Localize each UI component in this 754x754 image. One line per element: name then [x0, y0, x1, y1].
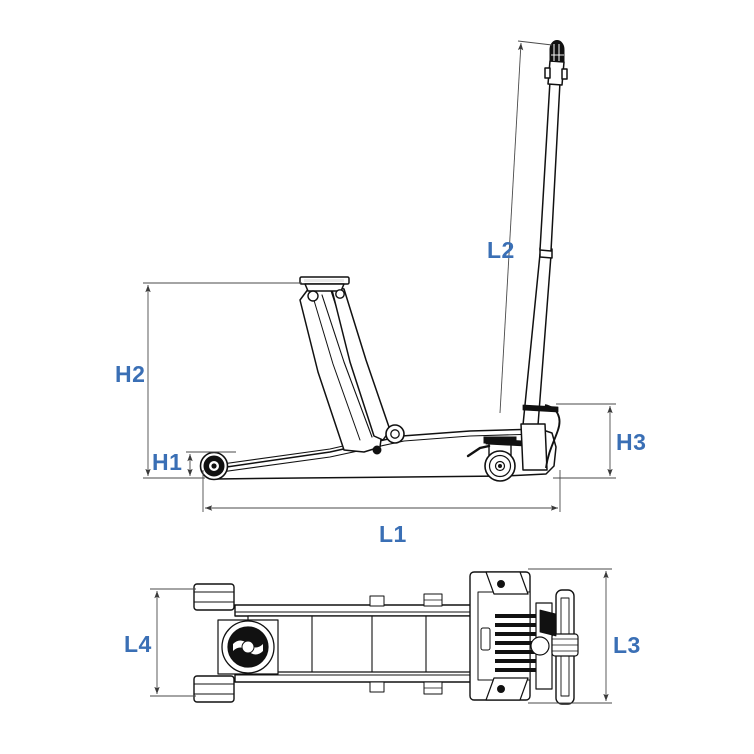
plan-mount-ear-top: [485, 571, 529, 595]
plan-fin-7: [495, 668, 543, 672]
handle-ferrule-ear-right: [561, 68, 568, 80]
dimension-label-h3: H3: [616, 429, 646, 455]
caster-wheel-axle: [498, 464, 502, 468]
handle-ferrule-ear-left: [544, 67, 551, 79]
dimension-h3: [553, 403, 616, 479]
lift-arm-rib: [321, 294, 373, 438]
plan-bolt-bottom-1: [369, 681, 385, 693]
dimension-label-h1: H1: [152, 449, 182, 475]
plan-pump-cylinder: [217, 619, 279, 675]
plan-rear-wheel-bottom: [193, 675, 235, 703]
dimension-label-l4: L4: [124, 631, 152, 657]
plan-rear-wheels: [193, 583, 235, 703]
plan-rear-wheel-top: [193, 583, 235, 611]
plan-knurl-block: [539, 609, 557, 637]
pivot-pin-lower: [372, 445, 382, 455]
plan-fin-1: [495, 614, 543, 618]
rear-wheel-assembly: [199, 451, 229, 481]
dimension-label-h2: H2: [115, 361, 145, 387]
l2-dimension-line: [499, 42, 524, 414]
plan-view-dimensions: [150, 568, 612, 704]
plan-fin-3: [495, 632, 543, 636]
handle-socket-tab: [522, 404, 559, 413]
side-elevation-view: [199, 40, 568, 482]
lift-arm-rib-2: [312, 296, 361, 441]
l2-extension-top: [517, 40, 553, 46]
dimension-l4: [150, 588, 196, 697]
plan-mount-bolt-bottom: [496, 685, 505, 694]
side-view-dimensions: [143, 40, 616, 512]
plan-top-view: [193, 571, 579, 705]
pivot-pin-upper-front: [307, 290, 319, 302]
plan-fin-2: [495, 623, 543, 627]
plan-pump-circle-inner: [241, 640, 255, 654]
plan-fin-6: [495, 659, 543, 663]
release-handle-rod: [466, 444, 491, 458]
handle-socket: [520, 423, 548, 471]
plan-mount-bolt-top: [496, 580, 505, 589]
dimension-label-l2: L2: [487, 237, 515, 263]
pivot-pin-main-inner: [390, 429, 400, 439]
plan-bolt-top-1: [369, 595, 385, 607]
dimension-l2: [499, 40, 553, 414]
dimension-h1: [186, 451, 236, 476]
pivot-pins: [307, 289, 405, 455]
plan-mount-ear-bottom: [485, 677, 529, 701]
handle-assembly: [520, 40, 568, 471]
lift-arm-assembly: [299, 285, 391, 453]
plan-reservoir-slot: [480, 627, 491, 651]
plan-fin-5: [495, 650, 543, 654]
dimension-h2: [143, 282, 302, 479]
rear-wheel-axle: [211, 463, 217, 469]
dimension-l1: [202, 470, 561, 512]
lift-saddle: [299, 276, 350, 292]
plan-rail-bolts: [369, 593, 443, 695]
pivot-pin-upper-rear: [335, 289, 345, 299]
dimension-label-l1: L1: [379, 521, 407, 547]
dimension-label-l3: L3: [613, 632, 641, 658]
handle-upper-section: [539, 80, 561, 252]
chassis-side-plate: [205, 428, 557, 480]
plan-yoke-pivot: [530, 636, 550, 656]
saddle-top-face: [304, 279, 344, 282]
chassis-lower-rail: [213, 433, 539, 474]
plan-handle-yoke: [530, 589, 579, 705]
handle-lower-section: [522, 253, 552, 426]
plan-rear-body: [469, 571, 543, 701]
plan-fin-4: [495, 641, 543, 645]
dimension-l3: [528, 568, 612, 704]
handle-end-cap: [549, 40, 565, 63]
